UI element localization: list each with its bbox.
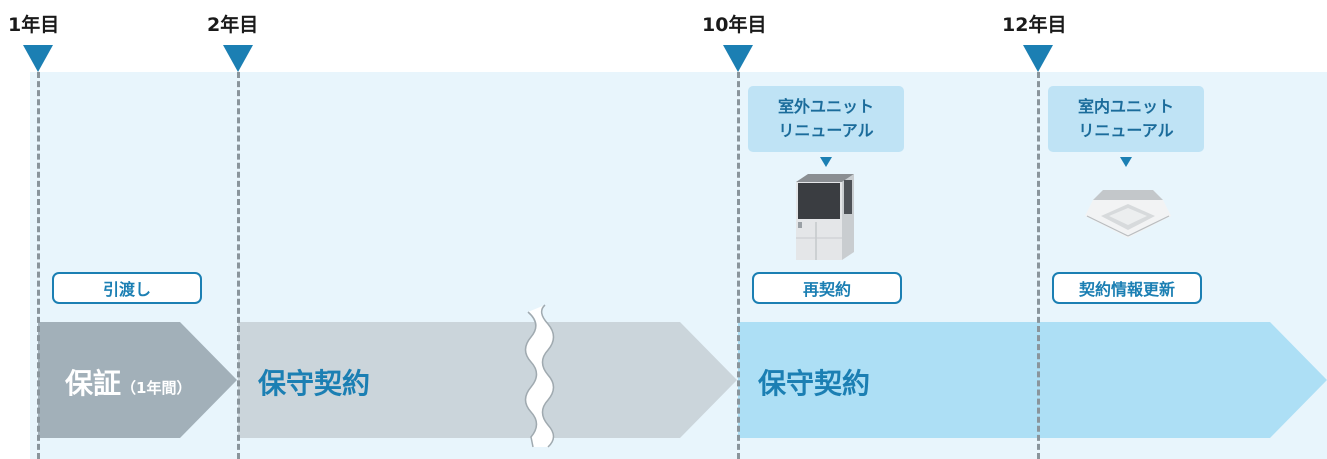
year-marker-icon <box>1023 45 1053 72</box>
renewal-outdoor-line1: 室外ユニット <box>777 97 874 116</box>
event-contract-update: 契約情報更新 <box>1052 272 1202 304</box>
year-guide-line <box>237 72 240 459</box>
year-label-12: 12年目 <box>1002 14 1067 36</box>
renewal-outdoor-box: 室外ユニット リニューアル <box>748 86 904 152</box>
year-guide-line <box>1037 72 1040 459</box>
renewal-indoor-box: 室内ユニット リニューアル <box>1048 86 1204 152</box>
phase-warranty-sub: （1年間） <box>121 379 192 397</box>
renewal-outdoor-line2: リニューアル <box>778 121 874 140</box>
event-handover: 引渡し <box>52 272 202 304</box>
pointer-down-icon <box>1120 157 1132 167</box>
year-label-2: 2年目 <box>207 14 259 36</box>
ceiling-cassette-unit-icon <box>1085 190 1171 238</box>
year-guide-line <box>37 72 40 459</box>
event-recontract: 再契約 <box>752 272 902 304</box>
timeline-break-line-right <box>540 304 555 448</box>
timeline-break-fill <box>525 305 554 447</box>
renewal-indoor-line1: 室内ユニット <box>1077 97 1174 116</box>
phase-maintenance-1: 保守契約 <box>258 367 371 400</box>
maintenance-arrow-first <box>238 322 737 438</box>
year-guide-line <box>737 72 740 459</box>
year-label-10: 10年目 <box>702 14 767 36</box>
timeline-break-line-left <box>524 311 538 448</box>
year-marker-icon <box>723 45 753 72</box>
year-marker-icon <box>223 45 253 72</box>
year-label-1: 1年目 <box>8 14 60 36</box>
phase-maintenance-2: 保守契約 <box>758 367 871 400</box>
pointer-down-icon <box>820 157 832 167</box>
outdoor-unit-icon <box>796 174 854 260</box>
year-marker-icon <box>23 45 53 72</box>
phase-warranty-label: 保証 <box>65 367 122 400</box>
maintenance-arrow-second <box>738 322 1327 438</box>
phase-warranty: 保証（1年間） <box>65 362 191 402</box>
renewal-indoor-line2: リニューアル <box>1078 121 1174 140</box>
warranty-arrow <box>38 322 237 438</box>
